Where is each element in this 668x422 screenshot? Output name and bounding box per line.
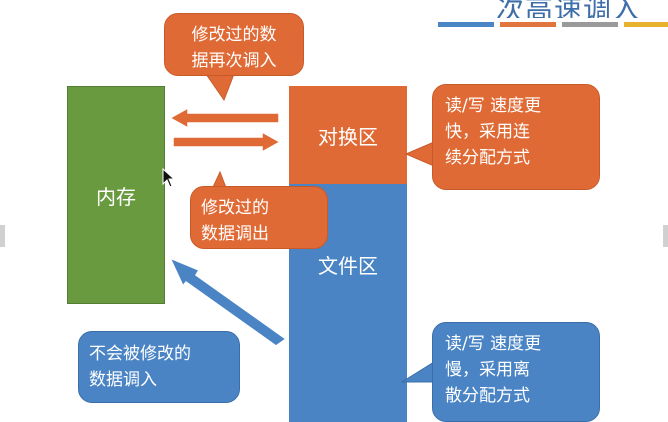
- callout-swap-speed: 读/写 速度更 快，采用连 续分配方式: [432, 84, 600, 190]
- arrow-memory-to-swap: [172, 130, 282, 154]
- title-stripe-yellow: [624, 22, 668, 27]
- mouse-cursor-icon: [162, 168, 176, 188]
- callout-file-speed: 读/写 速度更 慢，采用离 散分配方式: [432, 322, 600, 422]
- right-edge-mark: [663, 225, 668, 247]
- arrow-file-to-memory: [168, 256, 288, 347]
- title-stripe-gray: [562, 22, 618, 27]
- swap-area-block: 对换区: [289, 86, 407, 184]
- swap-callout-pointer: [404, 141, 435, 167]
- memory-label: 内存: [96, 184, 136, 209]
- memory-block: 内存: [67, 86, 165, 304]
- title-stripe-orange: [500, 22, 556, 27]
- left-edge-mark: [0, 225, 5, 247]
- callout-unmodified-data-in: 不会被修改的 数据调入: [78, 331, 240, 403]
- slide-title: 次高速调入: [496, 0, 642, 18]
- swap-area-label: 对换区: [318, 124, 378, 149]
- top-callout-pointer: [205, 73, 235, 102]
- arrow-swap-to-memory: [168, 106, 280, 130]
- callout-modified-data-reload: 修改过的数 据再次调入: [164, 13, 304, 76]
- file-area-label: 文件区: [318, 254, 378, 278]
- file-callout-pointer: [400, 361, 435, 383]
- title-stripe-blue: [438, 22, 494, 27]
- callout-modified-data-out: 修改过的 数据调出: [190, 186, 328, 249]
